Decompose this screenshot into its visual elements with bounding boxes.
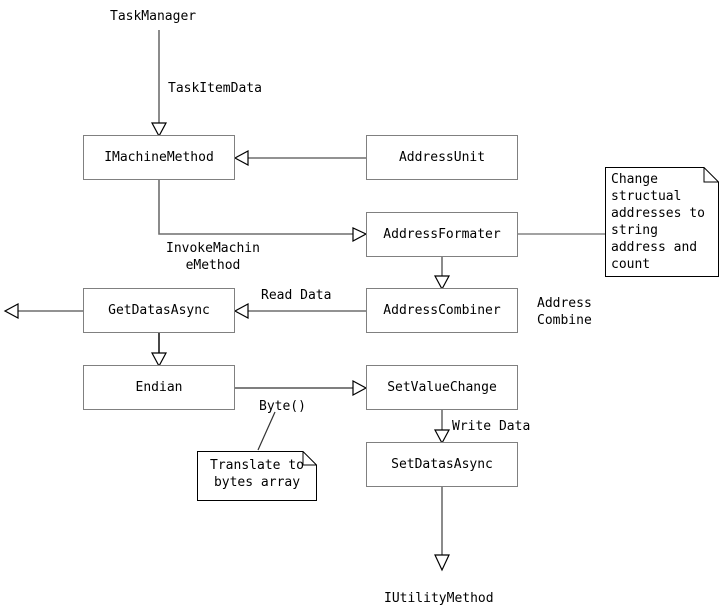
node-label: AddressCombiner [383, 303, 501, 318]
label-taskmanager: TaskManager [110, 9, 197, 24]
edge-label-invokemachinemethod: InvokeMachin eMethod [166, 241, 260, 273]
edge-label-byte: Byte() [259, 399, 306, 414]
node-setdatasasync[interactable]: SetDatasAsync [366, 442, 518, 487]
node-label: GetDatasAsync [108, 303, 210, 318]
edge-label-writedata: Write Data [452, 419, 531, 434]
edge-taskmanager-imachinemethod [150, 30, 168, 138]
node-label: AddressFormater [383, 227, 501, 242]
label-address-combine: Address Combine [537, 296, 592, 328]
node-label: SetDatasAsync [391, 457, 493, 472]
edge-addressformater-addresscombiner [433, 257, 451, 291]
edge-endian-setvaluechange [235, 379, 368, 397]
edge-byte-translate-note [257, 411, 276, 451]
note-text: Translate to bytes array [210, 458, 304, 490]
node-label: AddressUnit [398, 150, 486, 165]
label-iutilitymethod: IUtilityMethod [384, 591, 494, 606]
node-label: IMachineMethod [104, 150, 214, 165]
edge-label-readdata: Read Data [261, 288, 332, 303]
node-imachinemethod[interactable]: IMachineMethod [83, 135, 235, 180]
node-label: Endian [135, 380, 183, 395]
node-getdatasasync[interactable]: GetDatasAsync [83, 288, 235, 333]
node-addressformater[interactable]: AddressFormater [366, 212, 518, 257]
edge-addressunit-imachinemethod [233, 149, 366, 167]
edge-label-taskitemdata: TaskItemData [168, 81, 262, 96]
edge-addresscombiner-getdatasasync [233, 302, 366, 320]
note-address-change[interactable]: Change structual addresses to string add… [605, 167, 719, 277]
note-text: Change structual addresses to string add… [611, 172, 705, 272]
edge-setvaluechange-setdatasasync [433, 410, 451, 445]
note-translate-bytes[interactable]: Translate to bytes array [197, 451, 317, 501]
edge-imachinemethod-addressformater [158, 180, 368, 243]
edge-getdatasasync-endian [150, 333, 168, 368]
note-shape [605, 167, 719, 277]
node-addressunit[interactable]: AddressUnit [366, 135, 518, 180]
edge-getdatasasync-external [3, 302, 83, 320]
node-endian[interactable]: Endian [83, 365, 235, 410]
edge-setdatasasync-iutilitymethod [434, 487, 450, 572]
node-addresscombiner[interactable]: AddressCombiner [366, 288, 518, 333]
node-label: SetValueChange [387, 380, 497, 395]
node-setvaluechange[interactable]: SetValueChange [366, 365, 518, 410]
note-shape [197, 451, 317, 501]
